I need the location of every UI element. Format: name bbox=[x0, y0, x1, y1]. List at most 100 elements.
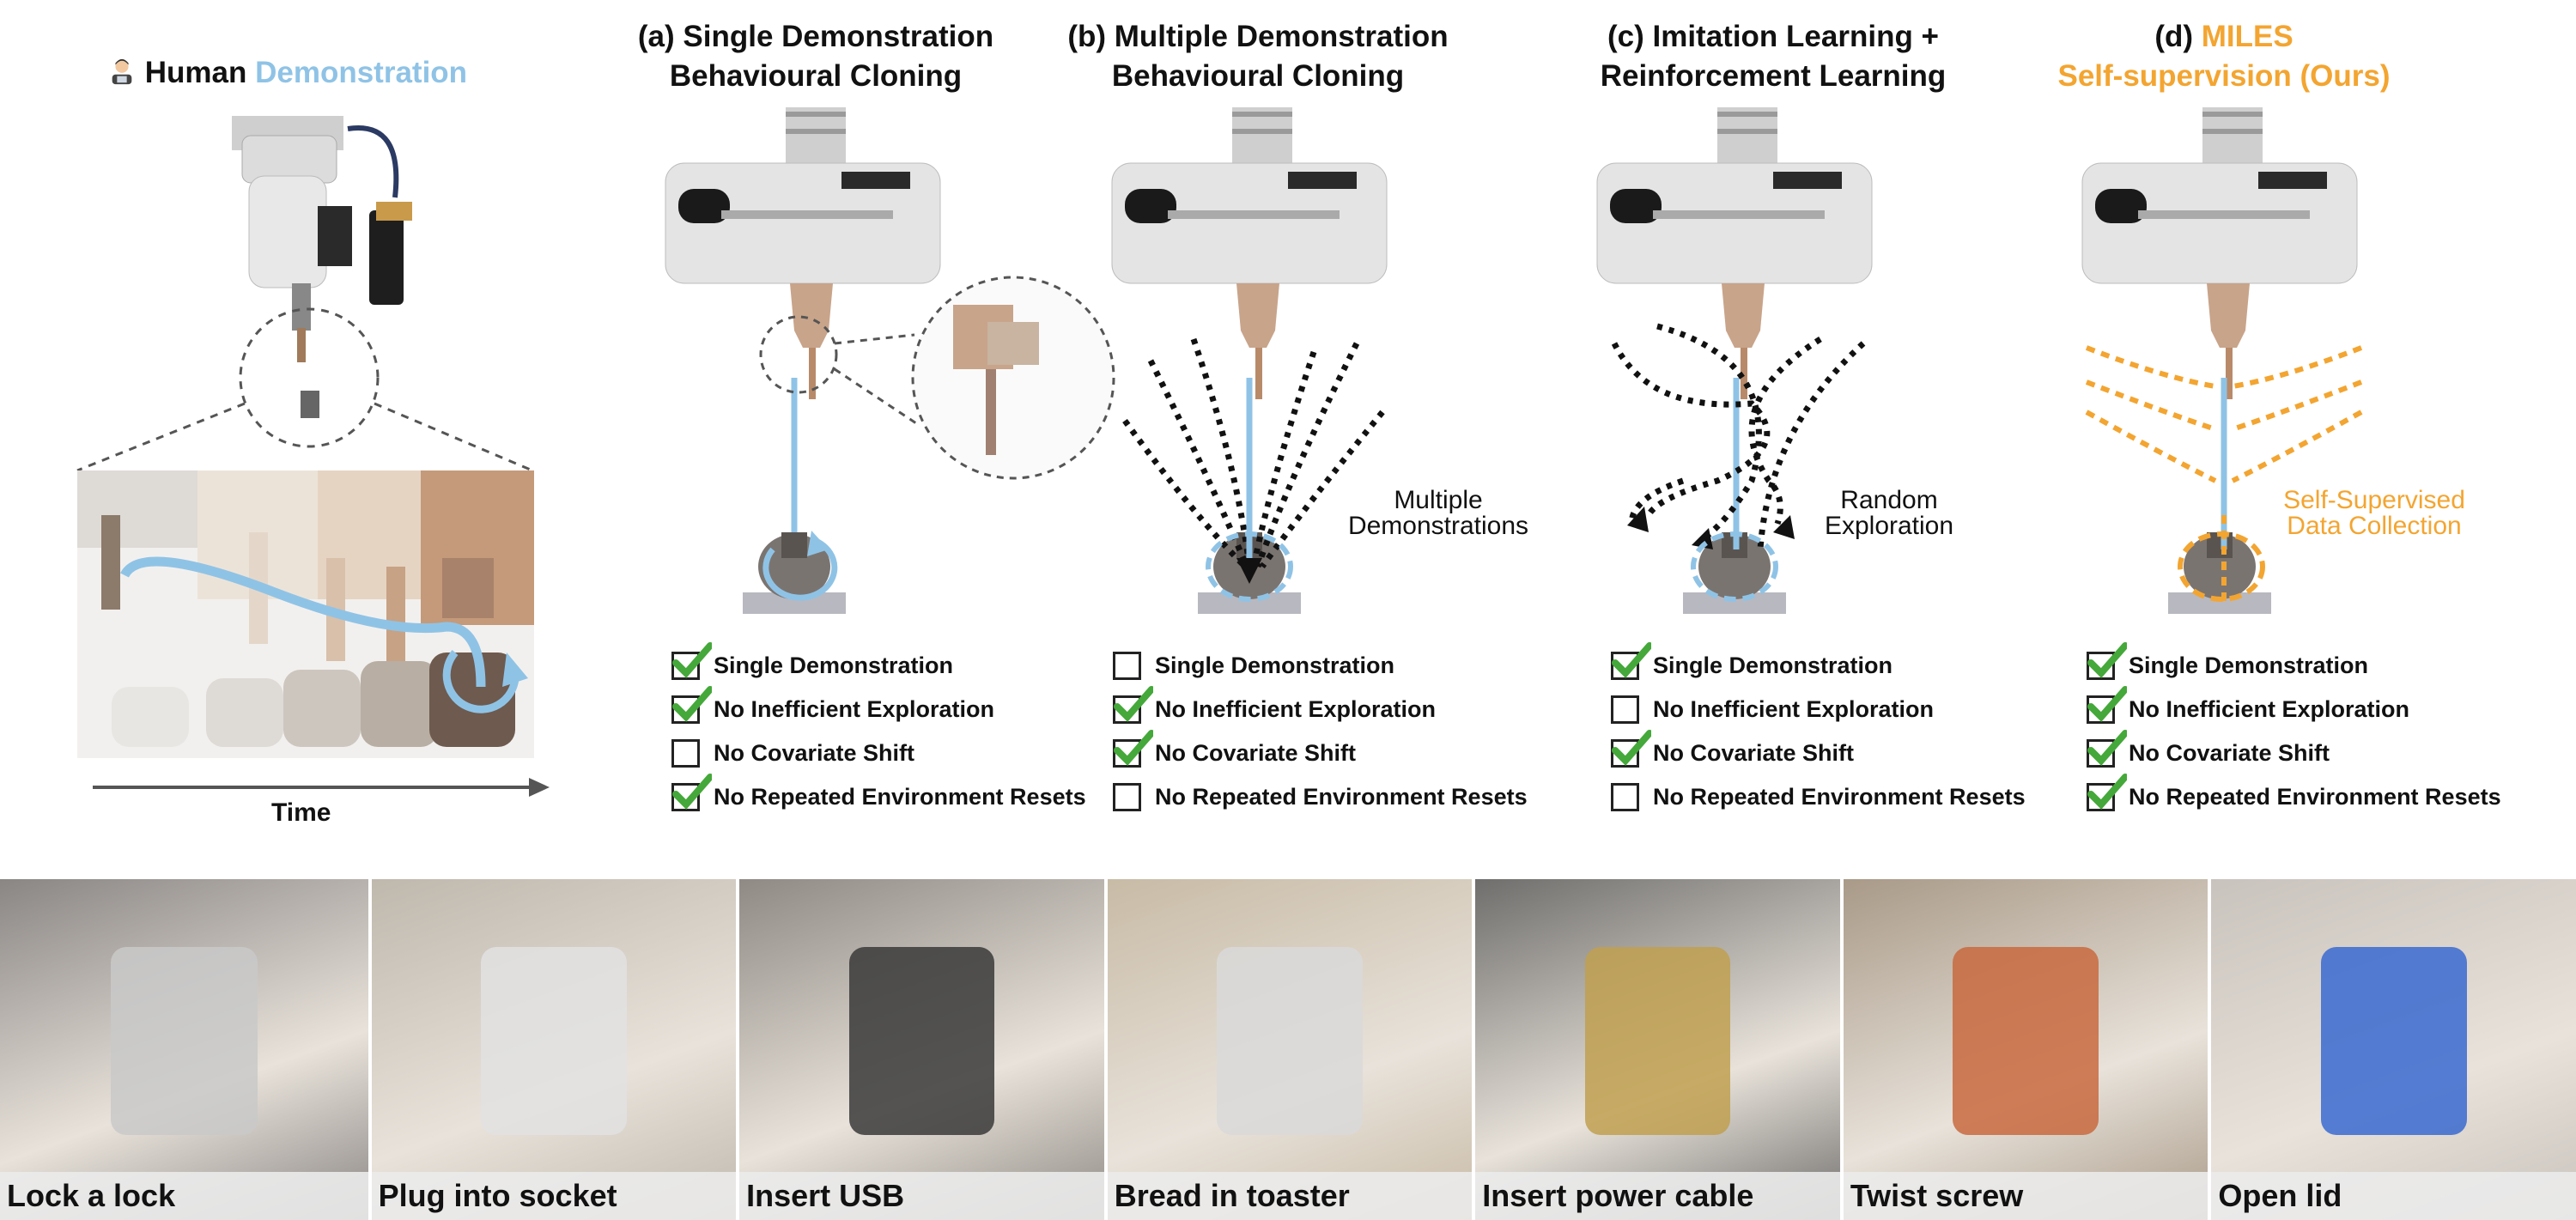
panel-d-title: (d) MILES Self-supervision (Ours) bbox=[2001, 17, 2447, 96]
human-zoom-circle bbox=[239, 307, 380, 448]
human-demo-strip bbox=[77, 470, 534, 758]
panel-d-title-prefix: (d) bbox=[2154, 20, 2202, 53]
checklist-item: Single Demonstration bbox=[1611, 642, 2026, 688]
green-check-icon bbox=[1114, 686, 1153, 722]
panel-d-annotation: Self-Supervised Data Collection bbox=[2283, 486, 2465, 540]
panel-a-title-line1: (a) Single Demonstration bbox=[637, 20, 994, 53]
checklist-label: No Repeated Environment Resets bbox=[2129, 784, 2501, 810]
human-demonstration-title: Human Demonstration bbox=[107, 53, 511, 93]
checklist-b: Single Demonstration No Inefficient Explo… bbox=[1113, 644, 1528, 819]
checklist-item: No Repeated Environment Resets bbox=[1611, 775, 2026, 819]
checked-box-icon bbox=[2087, 730, 2127, 768]
human-lock-small bbox=[301, 391, 319, 418]
green-check-icon bbox=[1612, 730, 1651, 766]
checklist-label: No Covariate Shift bbox=[1155, 740, 1357, 766]
checklist-item: No Covariate Shift bbox=[1611, 730, 2026, 775]
checklist-item: No Covariate Shift bbox=[2087, 730, 2501, 775]
green-check-icon bbox=[2087, 730, 2127, 766]
checklist-c: Single Demonstration No Inefficient Explo… bbox=[1611, 642, 2026, 819]
human-robot-arm bbox=[232, 116, 412, 362]
checked-box-icon bbox=[671, 642, 712, 680]
green-check-icon bbox=[1114, 730, 1153, 766]
checked-box-icon bbox=[671, 774, 712, 811]
panel-c-title-line1: (c) Imitation Learning + bbox=[1607, 20, 1939, 53]
checklist-label: No Inefficient Exploration bbox=[714, 696, 995, 722]
checklist-label: No Inefficient Exploration bbox=[2129, 696, 2410, 722]
panel-c-illustration bbox=[1596, 106, 1873, 614]
empty-box-icon bbox=[1611, 695, 1639, 724]
checklist-item: No Inefficient Exploration bbox=[671, 686, 1086, 731]
task-label-bar bbox=[1475, 1172, 1840, 1220]
green-check-icon bbox=[2087, 686, 2127, 722]
task-tile: Insert USB bbox=[739, 879, 1104, 1220]
checklist-label: Single Demonstration bbox=[714, 652, 954, 678]
checklist-label: No Inefficient Exploration bbox=[1653, 696, 1935, 722]
checklist-a: Single Demonstration No Inefficient Explo… bbox=[671, 642, 1086, 819]
panel-b-title-line1: (b) Multiple Demonstration bbox=[1067, 20, 1449, 53]
checklist-item: No Inefficient Exploration bbox=[2087, 686, 2501, 731]
technologist-icon bbox=[112, 58, 132, 85]
panel-d-title-line1: (d) MILES bbox=[2001, 17, 2447, 57]
task-label-bar bbox=[739, 1172, 1104, 1220]
human-title-prefix: Human bbox=[144, 56, 247, 89]
checked-box-icon bbox=[2087, 686, 2127, 724]
checklist-label: No Covariate Shift bbox=[1653, 740, 1855, 766]
task-label-bar bbox=[1107, 1172, 1473, 1220]
human-title-accent: Demonstration bbox=[255, 56, 468, 89]
task-tile: Insert power cable bbox=[1475, 879, 1840, 1220]
panel-d-title-accent: MILES bbox=[2201, 20, 2293, 53]
checklist-label: No Inefficient Exploration bbox=[1155, 696, 1437, 722]
checked-box-icon bbox=[1611, 642, 1651, 680]
task-label-bar bbox=[1843, 1172, 2208, 1220]
checklist-label: No Repeated Environment Resets bbox=[1155, 784, 1528, 810]
panel-a-title: (a) Single Demonstration Behavioural Clo… bbox=[592, 17, 1039, 96]
checklist-item: No Repeated Environment Resets bbox=[2087, 774, 2501, 819]
green-check-icon bbox=[672, 774, 712, 810]
empty-box-icon bbox=[1113, 652, 1141, 680]
green-check-icon bbox=[2087, 642, 2127, 678]
checked-box-icon bbox=[2087, 642, 2127, 680]
task-label-bar bbox=[0, 1172, 368, 1220]
task-label: Insert power cable bbox=[1482, 1178, 1754, 1213]
panel-b-illustration bbox=[1111, 106, 1388, 614]
checked-box-icon bbox=[2087, 774, 2127, 811]
task-tile: Open lid bbox=[2211, 879, 2576, 1220]
empty-box-icon bbox=[1113, 783, 1141, 811]
checklist-label: Single Demonstration bbox=[1653, 652, 1893, 678]
checklist-item: Single Demonstration bbox=[1113, 644, 1528, 688]
task-object bbox=[1584, 947, 1731, 1135]
green-check-icon bbox=[672, 642, 712, 678]
empty-box-icon bbox=[1611, 783, 1639, 811]
task-object bbox=[848, 947, 995, 1135]
empty-box-icon bbox=[671, 739, 700, 768]
checked-box-icon bbox=[671, 686, 712, 724]
task-object bbox=[1217, 947, 1363, 1135]
checklist-label: No Repeated Environment Resets bbox=[1653, 784, 2026, 810]
panel-b-title: (b) Multiple Demonstration Behavioural C… bbox=[1035, 17, 1481, 96]
task-object bbox=[110, 947, 258, 1135]
checklist-item: No Inefficient Exploration bbox=[1611, 688, 2026, 731]
checklist-item: No Covariate Shift bbox=[1113, 730, 1528, 775]
task-label: Lock a lock bbox=[7, 1178, 176, 1213]
top-illustration-layer bbox=[76, 106, 2363, 797]
task-tile: Plug into socket bbox=[371, 879, 737, 1220]
checklist-item: Single Demonstration bbox=[671, 642, 1086, 688]
task-label: Plug into socket bbox=[378, 1178, 617, 1213]
checklist-item: No Inefficient Exploration bbox=[1113, 686, 1528, 731]
task-label: Twist screw bbox=[1850, 1178, 2024, 1213]
panel-c-title: (c) Imitation Learning + Reinforcement L… bbox=[1550, 17, 1996, 96]
green-check-icon bbox=[1612, 642, 1651, 678]
checked-box-icon bbox=[1113, 730, 1153, 768]
task-label: Bread in toaster bbox=[1114, 1178, 1350, 1213]
checklist-item: No Repeated Environment Resets bbox=[1113, 775, 1528, 819]
panel-d-illustration bbox=[2081, 106, 2363, 614]
task-label-bar bbox=[2211, 1172, 2576, 1220]
green-check-icon bbox=[672, 686, 712, 722]
checklist-label: No Repeated Environment Resets bbox=[714, 784, 1086, 810]
checklist-label: No Covariate Shift bbox=[2129, 740, 2330, 766]
checked-box-icon bbox=[1611, 730, 1651, 768]
panel-b-annotation: Multiple Demonstrations bbox=[1347, 486, 1529, 540]
checklist-label: No Covariate Shift bbox=[714, 740, 915, 766]
checklist-label: Single Demonstration bbox=[1155, 652, 1395, 678]
